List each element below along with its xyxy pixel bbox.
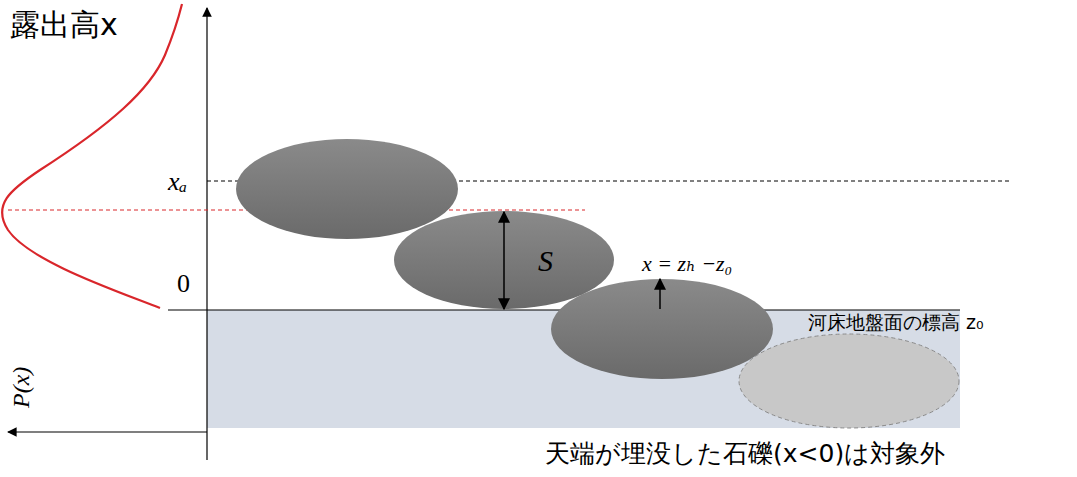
- x-axis: [206, 8, 207, 460]
- axis-label: P(x): [8, 367, 34, 408]
- stone: [551, 279, 773, 379]
- height-arrow: [659, 279, 661, 309]
- dimension-label: S: [538, 244, 553, 277]
- dimension-arrow: [503, 212, 505, 309]
- stone: [394, 211, 614, 309]
- stone: [236, 139, 458, 239]
- axis-value: 0: [177, 270, 190, 299]
- probability-curve: [2, 4, 182, 308]
- note: 天端が埋没した石礫(x<0)は対象外: [545, 440, 945, 468]
- axis-value: xₐ: [168, 168, 187, 197]
- ground-label: 河床地盤面の標高 z₀: [808, 312, 984, 333]
- buried-stone: [739, 334, 959, 428]
- formula-label: x = zₕ −z₀: [642, 252, 732, 276]
- axis-title: 露出高x: [10, 8, 118, 41]
- p-axis: [8, 431, 207, 432]
